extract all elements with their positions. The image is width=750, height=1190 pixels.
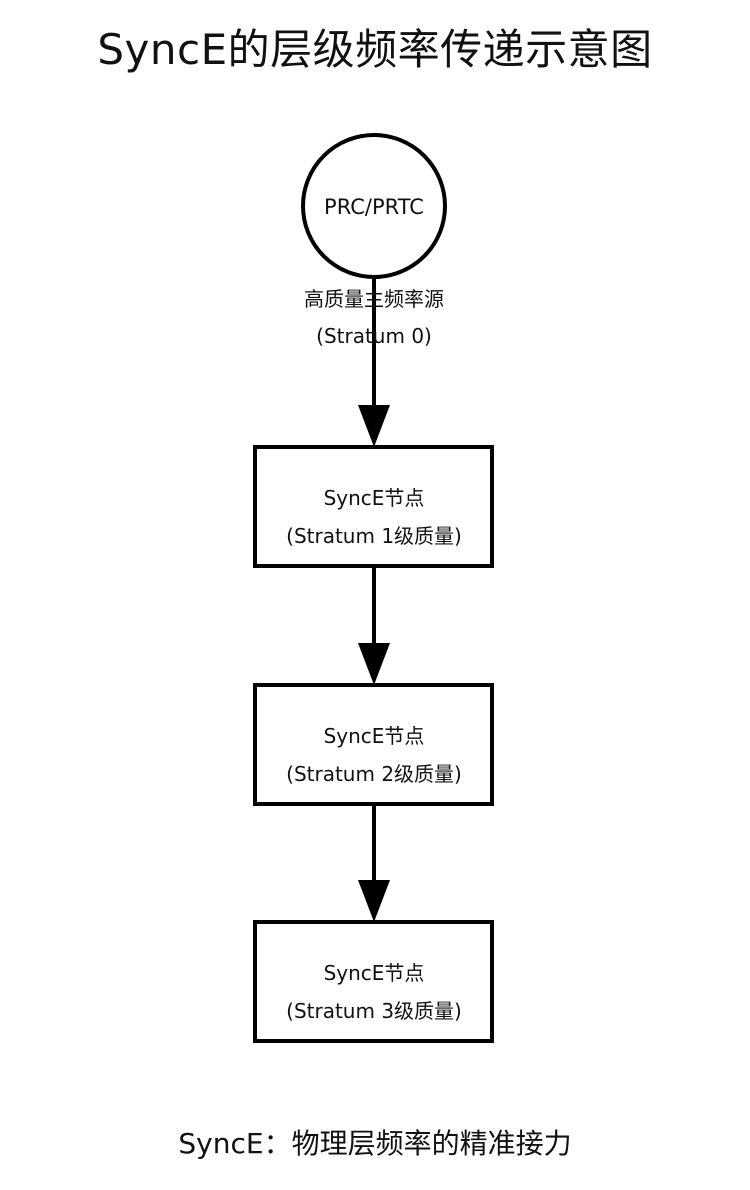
source-node-caption-line2: (Stratum 0) (316, 324, 432, 348)
connector-source-to-node-1 (358, 277, 390, 447)
source-node-label: PRC/PRTC (324, 195, 424, 219)
synce-node-3: SyncE节点 (Stratum 3级质量) (253, 920, 494, 1043)
synce-node-2-line2: (Stratum 2级质量) (286, 762, 462, 786)
synce-node-3-line1: SyncE节点 (324, 961, 425, 985)
synce-node-1-line2: (Stratum 1级质量) (286, 524, 462, 548)
synce-node-1-box (253, 445, 494, 568)
source-node: PRC/PRTC (301, 133, 447, 279)
figure-caption: SyncE：物理层频率的精准接力 (178, 1127, 572, 1160)
connector-node-2-to-node-3 (358, 804, 390, 922)
synce-node-3-line2: (Stratum 3级质量) (286, 999, 462, 1023)
synce-node-2: SyncE节点 (Stratum 2级质量) (253, 683, 494, 806)
arrowhead-icon (358, 880, 390, 922)
source-node-caption-line1: 高质量主频率源 (304, 287, 444, 311)
arrowhead-icon (358, 405, 390, 447)
connector-node-1-to-node-2 (358, 566, 390, 685)
synce-node-1: SyncE节点 (Stratum 1级质量) (253, 445, 494, 568)
synce-node-1-line1: SyncE节点 (324, 486, 425, 510)
arrowhead-icon (358, 643, 390, 685)
diagram-title: SyncE的层级频率传递示意图 (97, 25, 653, 74)
synce-node-2-line1: SyncE节点 (324, 724, 425, 748)
synce-node-3-box (253, 920, 494, 1043)
